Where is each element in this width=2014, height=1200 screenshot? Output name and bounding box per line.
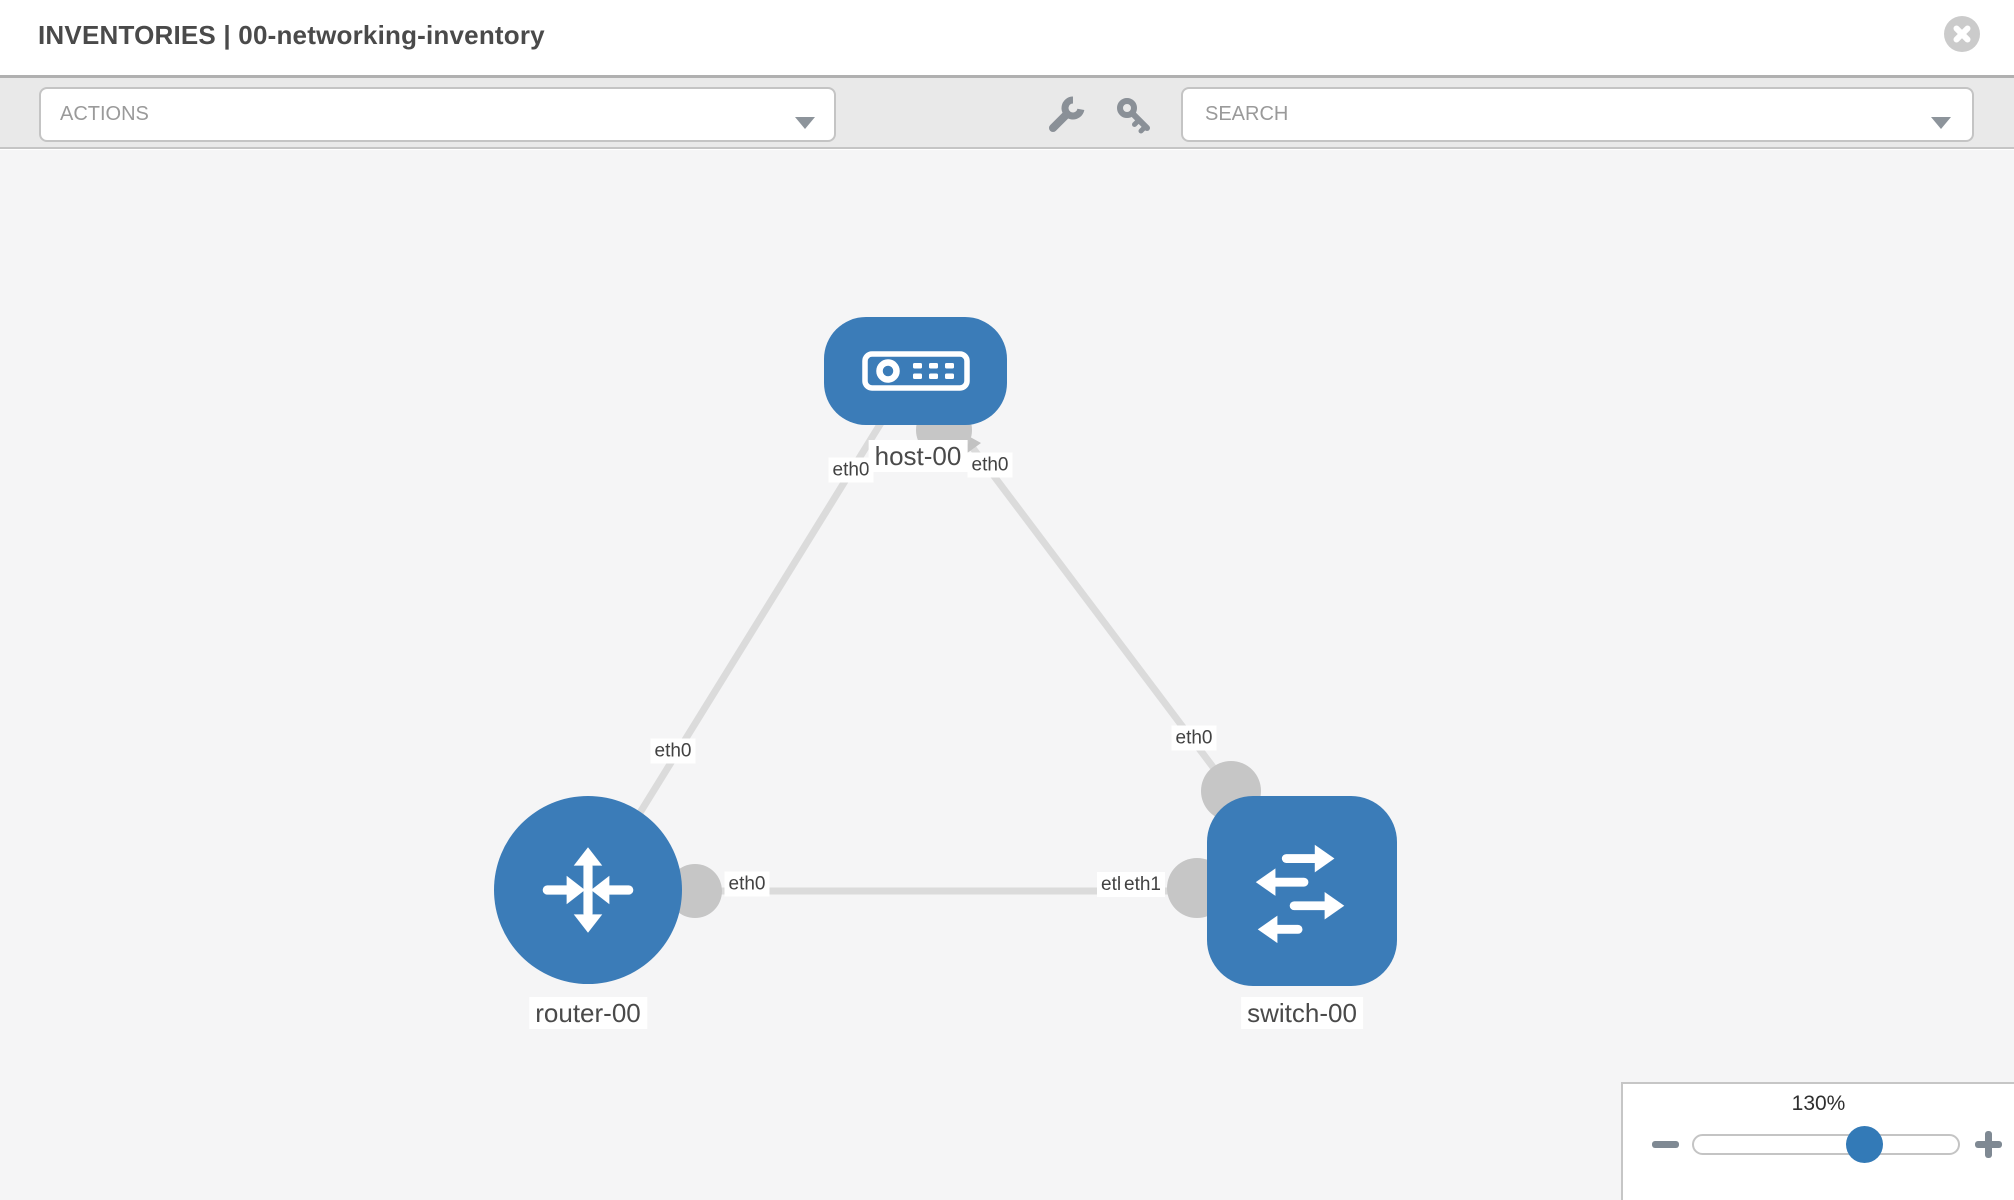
interface-label: eth0 (650, 738, 696, 764)
interface-label: eth0 (724, 871, 770, 897)
zoom-panel: 130% (1621, 1082, 2014, 1200)
node-switch-00[interactable] (1207, 796, 1397, 986)
actions-dropdown[interactable]: ACTIONS (39, 87, 836, 142)
actions-dropdown-label: ACTIONS (60, 103, 149, 125)
node-label-host: host-00 (868, 440, 968, 472)
zoom-level-label: 130% (1791, 1092, 1846, 1115)
topology-canvas[interactable]: host-00 router-00 switch-00 eth0 eth0 et… (0, 150, 2014, 1200)
close-icon[interactable] (1944, 16, 1980, 52)
topology-links-layer (609, 402, 1261, 918)
zoom-slider-thumb[interactable] (1846, 1126, 1883, 1163)
page-title: INVENTORIES | 00-networking-inventory (38, 20, 545, 50)
link-host-router (609, 416, 887, 860)
header: INVENTORIES | 00-networking-inventory (0, 0, 2014, 75)
zoom-out-button[interactable] (1652, 1141, 1679, 1148)
interface-port[interactable] (668, 864, 722, 918)
router-icon (542, 847, 634, 933)
chevron-down-icon (1931, 117, 1951, 129)
interface-label: eth0 (967, 452, 1013, 478)
node-router-00[interactable] (494, 796, 682, 984)
host-icon (861, 351, 970, 391)
interface-label: eth1 (1120, 872, 1165, 897)
toolbar: ACTIONS SEARCH (0, 75, 2014, 149)
node-label-router: router-00 (529, 997, 647, 1029)
node-host-00[interactable] (824, 317, 1007, 425)
chevron-down-icon (795, 117, 815, 129)
switch-icon (1255, 844, 1345, 944)
interface-label: eth0 (828, 457, 874, 483)
search-input[interactable]: SEARCH (1181, 87, 1974, 142)
wrench-icon[interactable] (1046, 95, 1086, 135)
search-placeholder: SEARCH (1205, 103, 1289, 125)
plus-icon (1985, 1131, 1992, 1158)
interface-label: eth0 (1171, 725, 1217, 751)
zoom-slider-track[interactable] (1692, 1134, 1960, 1155)
x-glyph (1953, 25, 1971, 43)
key-icon[interactable] (1114, 95, 1154, 135)
node-label-switch: switch-00 (1241, 997, 1363, 1029)
